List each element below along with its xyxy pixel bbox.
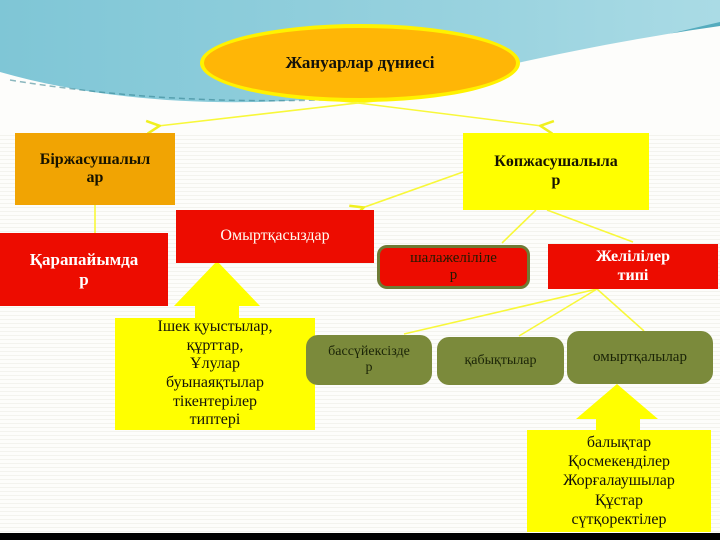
node-vertebrate-classes-list: балықтар Қосмекенділер Жорғалаушылар Құс… xyxy=(527,430,711,532)
node-protozoa-label: Қарапайымда р xyxy=(29,249,139,289)
node-chordates-type: Желілілер типі xyxy=(548,244,718,289)
wave-dashed-line xyxy=(9,79,351,102)
connector-multicellular-to-chordates xyxy=(546,209,634,243)
wave-white xyxy=(0,26,720,132)
connector-chordates-to-vertebrates xyxy=(596,288,645,332)
node-multicellular: Көпжасушалыла р xyxy=(463,133,649,210)
node-hemichordates: шалажеліліле р xyxy=(377,245,530,289)
node-tunicates: қабықтылар xyxy=(437,337,564,385)
node-acraniates-label: бассүйексізде р xyxy=(328,343,410,375)
node-vertebrates: омыртқалылар xyxy=(567,331,713,384)
connector-chordates-to-tunicates xyxy=(518,288,598,337)
node-protozoa: Қарапайымда р xyxy=(0,233,168,306)
node-unicellular-label: Біржасушалыл ар xyxy=(39,150,151,186)
node-multicellular-label: Көпжасушалыла р xyxy=(494,153,618,189)
connector-multicellular-to-hemichordates xyxy=(501,209,537,244)
node-tunicates-label: қабықтылар xyxy=(464,352,537,368)
connector-multicellular-to-invertebrates xyxy=(362,171,464,208)
node-unicellular: Біржасушалыл ар xyxy=(15,133,175,205)
node-hemichordates-label: шалажеліліле р xyxy=(410,249,497,283)
connector-chordates-to-acraniates xyxy=(403,288,598,335)
node-chordates-type-label: Желілілер типі xyxy=(596,248,670,284)
node-invertebrate-types-label: Ішек қуыстылар, құрттар, Ұлулар буынаяқт… xyxy=(157,317,273,429)
root-node-animal-world: Жануарлар дүниесі xyxy=(200,24,520,102)
up-arrow-invertebrate-types xyxy=(174,261,260,320)
slide-bottom-bar xyxy=(0,533,720,540)
node-invertebrates-label: Омыртқасыздар xyxy=(220,227,330,245)
node-acraniates: бассүйексізде р xyxy=(306,335,432,385)
node-vertebrates-label: омыртқалылар xyxy=(593,348,687,365)
node-invertebrates: Омыртқасыздар xyxy=(176,210,374,263)
header-wave-decoration xyxy=(0,0,720,132)
node-vertebrate-classes-label: балықтар Қосмекенділер Жорғалаушылар Құс… xyxy=(563,434,675,528)
up-arrow-vertebrate-classes xyxy=(576,384,658,432)
node-invertebrate-types-list: Ішек қуыстылар, құрттар, Ұлулар буынаяқт… xyxy=(115,318,315,430)
root-node-label: Жануарлар дүниесі xyxy=(285,53,435,73)
